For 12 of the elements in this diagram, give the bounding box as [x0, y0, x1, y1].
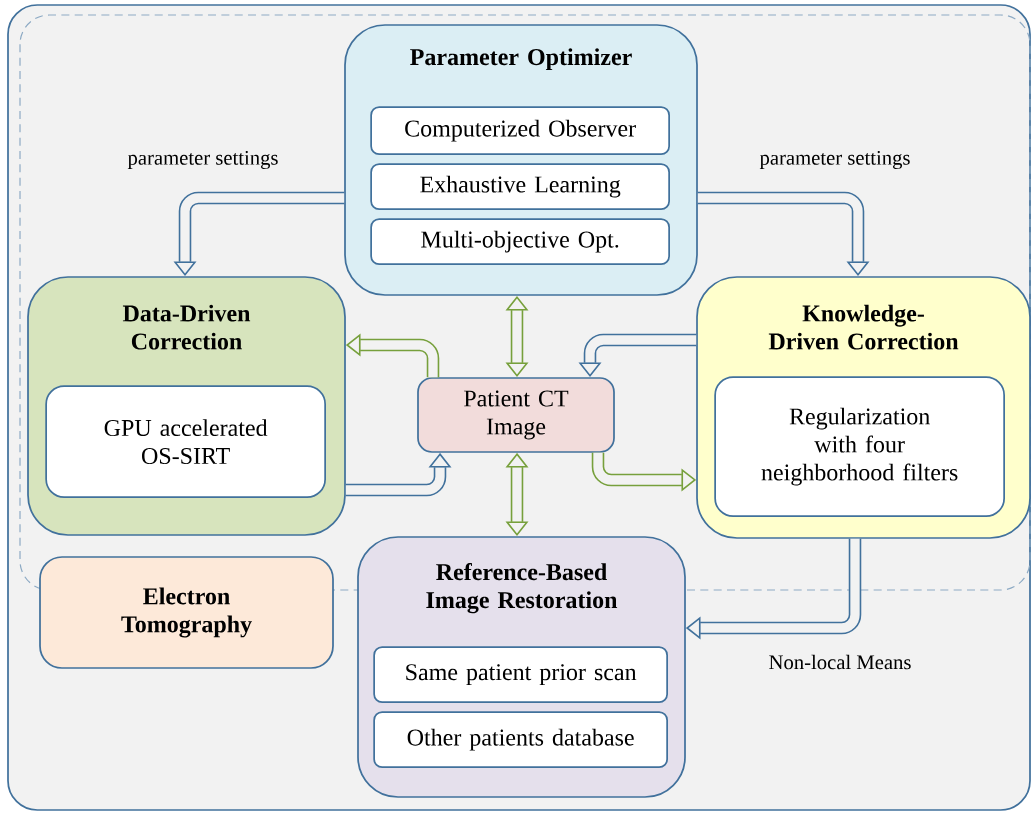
item-box: Same patient prior scan	[373, 646, 668, 703]
item-box: GPU accelerated OS-SIRT	[45, 385, 326, 498]
edge-label: parameter settings	[758, 149, 912, 171]
item-box: Other patients database	[373, 711, 668, 768]
edge-label: parameter settings	[126, 149, 280, 171]
edge-label: Non-local Means	[767, 653, 913, 671]
process-box: Patient CT Image	[417, 377, 615, 453]
item-box: Exhaustive Learning	[370, 163, 670, 210]
item-box: Multi-objective Opt.	[370, 218, 670, 265]
item-box: Regularization with four neighborhood filters	[714, 376, 1005, 517]
process-box: Electron Tomography	[39, 556, 334, 669]
item-box: Computerized Observer	[370, 106, 670, 155]
